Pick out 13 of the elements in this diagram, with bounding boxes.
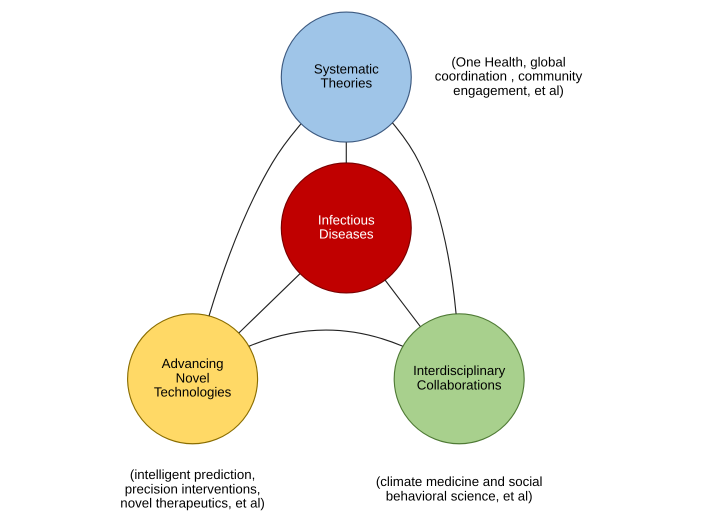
node-circle: Systematic Theories [280,12,412,143]
connector [392,122,456,314]
node-label: (One Health, global coordination , community engagement, et al) [434,54,582,98]
connector [208,124,301,316]
node-label: (intelligent prediction, precision interventions, novel therapeutics, et al) [120,467,264,511]
connector [248,329,402,347]
node-circle: Advancing Novel Technologies [126,313,258,444]
connector [345,142,346,163]
node-circle: Interdisciplinary Collaborations [393,313,524,444]
connector [238,274,300,334]
node-circle: Infectious Diseases [280,162,412,294]
node-label: (climate medicine and social behavioral science, et al) [375,474,542,504]
connector [384,280,420,327]
